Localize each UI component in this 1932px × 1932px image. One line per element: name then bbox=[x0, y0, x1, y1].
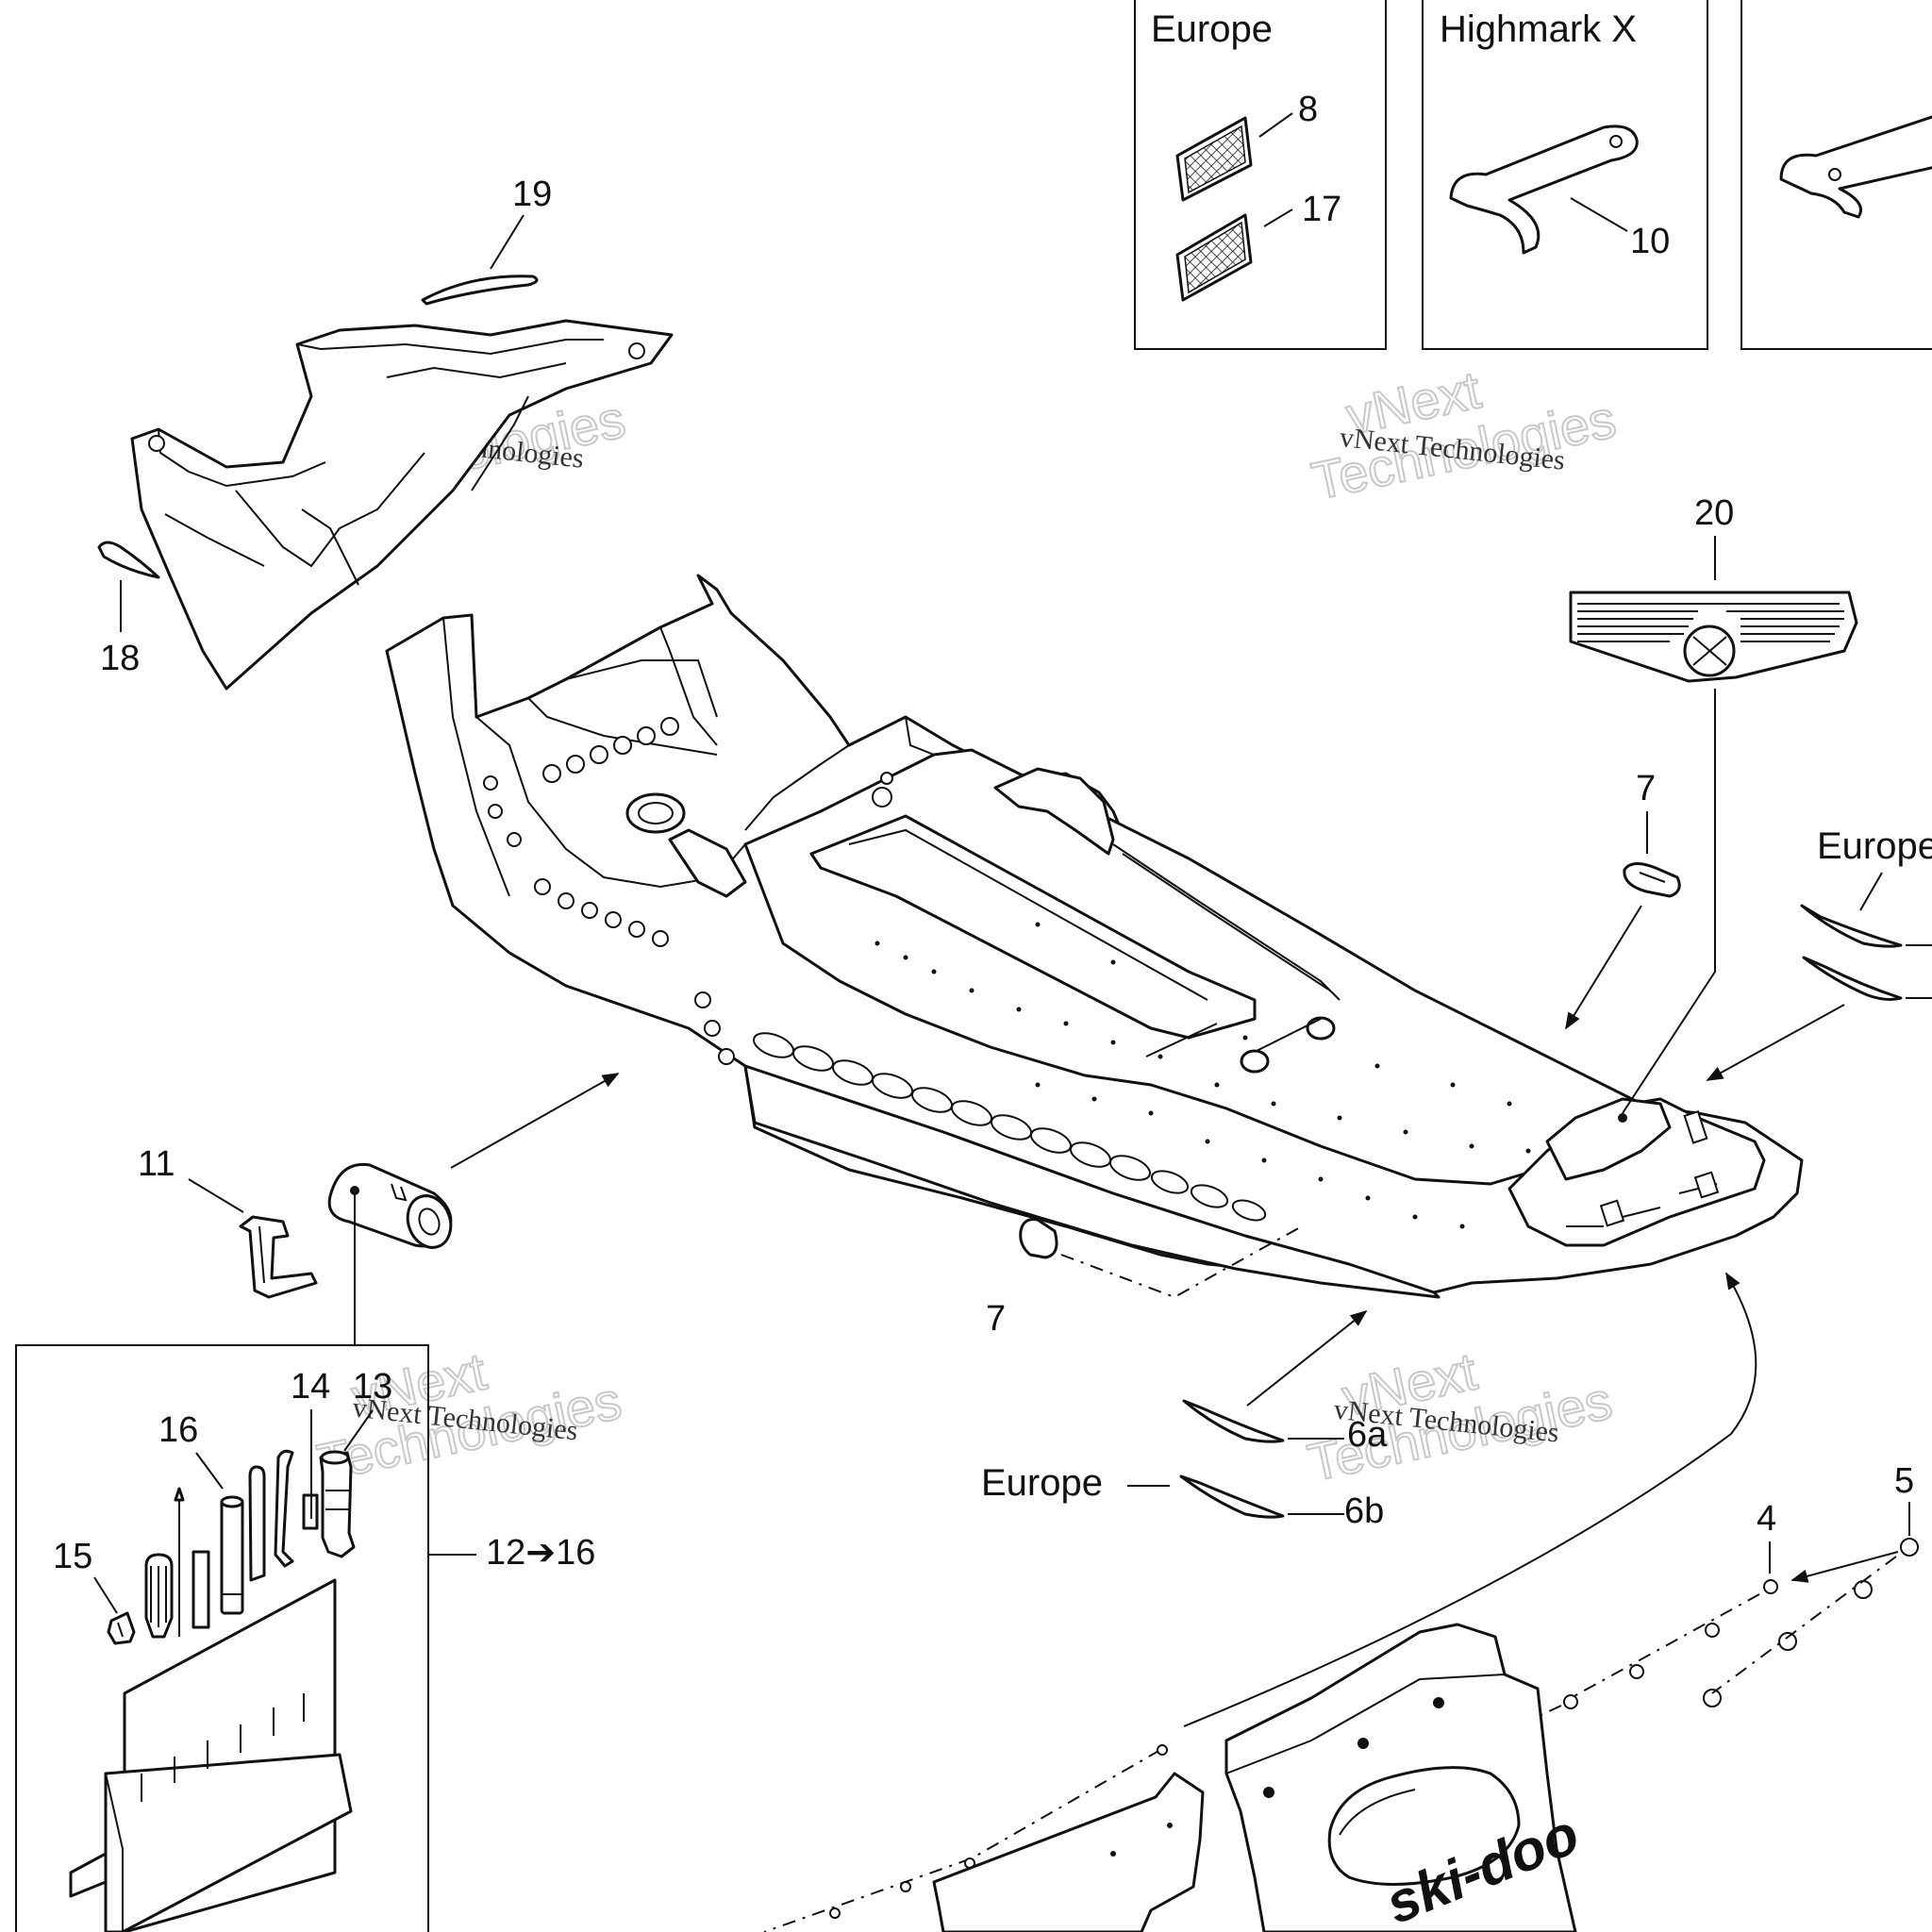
callout-6b: 6b bbox=[1344, 1491, 1384, 1531]
tool-kit-box: 12➔16 bbox=[15, 1344, 595, 1932]
callout-12-16: 12➔16 bbox=[486, 1533, 595, 1573]
warning-label-20: 20 bbox=[1569, 493, 1858, 1114]
snow-guard: ski-doo bbox=[1224, 1623, 1588, 1932]
label-europe-right: Europe bbox=[1817, 825, 1932, 867]
clip-11: 11 bbox=[138, 1144, 318, 1299]
callout-10: 10 bbox=[1630, 222, 1670, 261]
callout-13: 13 bbox=[353, 1367, 392, 1407]
footrest-slots bbox=[752, 1032, 1267, 1222]
decal-18: 18 bbox=[97, 541, 160, 678]
callout-19: 19 bbox=[512, 175, 552, 214]
inset-box-highmark-x: Highmark X 10 bbox=[1422, 0, 1708, 350]
reflector-decal-8 bbox=[1175, 116, 1253, 202]
callout-15: 15 bbox=[53, 1537, 92, 1576]
front-cowl bbox=[130, 319, 674, 691]
inset-box-partial bbox=[1740, 0, 1932, 350]
callout-7-top: 7 bbox=[1636, 769, 1656, 808]
spanner-wrench-partial bbox=[1779, 115, 1932, 219]
light-7-lower: 7 bbox=[986, 1218, 1303, 1339]
callout-5: 5 bbox=[1894, 1461, 1914, 1501]
callout-6a: 6a bbox=[1347, 1415, 1388, 1455]
callout-14: 14 bbox=[291, 1367, 330, 1407]
light-7-upper: 7 bbox=[1565, 769, 1681, 1030]
callout-18: 18 bbox=[100, 639, 140, 678]
callout-11: 11 bbox=[138, 1144, 175, 1184]
chassis-frame bbox=[385, 574, 1804, 1299]
tunnel-rivets bbox=[874, 922, 1531, 1229]
watermark-top-right: vNext Technologies vNext Technologies bbox=[1306, 358, 1622, 512]
callout-17: 17 bbox=[1302, 190, 1341, 229]
spark-plug-socket bbox=[319, 1450, 356, 1558]
watermark-bottom-right: vNext Technologies vNext Technologies bbox=[1302, 1340, 1618, 1493]
frame-holes bbox=[483, 717, 893, 1065]
rear-flap bbox=[932, 1772, 1205, 1932]
europe-right-decals: Europe bbox=[1706, 825, 1932, 1081]
decal-19: 19 bbox=[421, 175, 552, 306]
decals-6a-6b: 6a Europe 6b bbox=[981, 1309, 1388, 1531]
inset-title-highmark-x: Highmark X bbox=[1440, 8, 1637, 50]
socket-tube bbox=[220, 1495, 244, 1615]
spanner-wrench-10 bbox=[1449, 125, 1639, 255]
reflector-decal-17 bbox=[1175, 213, 1253, 302]
callout-8: 8 bbox=[1298, 90, 1318, 129]
callout-16: 16 bbox=[158, 1410, 198, 1450]
clip-15 bbox=[107, 1611, 136, 1645]
callout-20: 20 bbox=[1694, 493, 1734, 533]
inset-box-europe: Europe 8 17 bbox=[1134, 0, 1387, 350]
inset-title-europe: Europe bbox=[1151, 8, 1273, 50]
label-europe-bottom: Europe bbox=[981, 1462, 1103, 1504]
callout-7-bottom: 7 bbox=[986, 1299, 1006, 1339]
screwdriver-tool bbox=[144, 1487, 210, 1639]
tool-tube bbox=[327, 1162, 453, 1345]
callout-4: 4 bbox=[1757, 1499, 1776, 1539]
